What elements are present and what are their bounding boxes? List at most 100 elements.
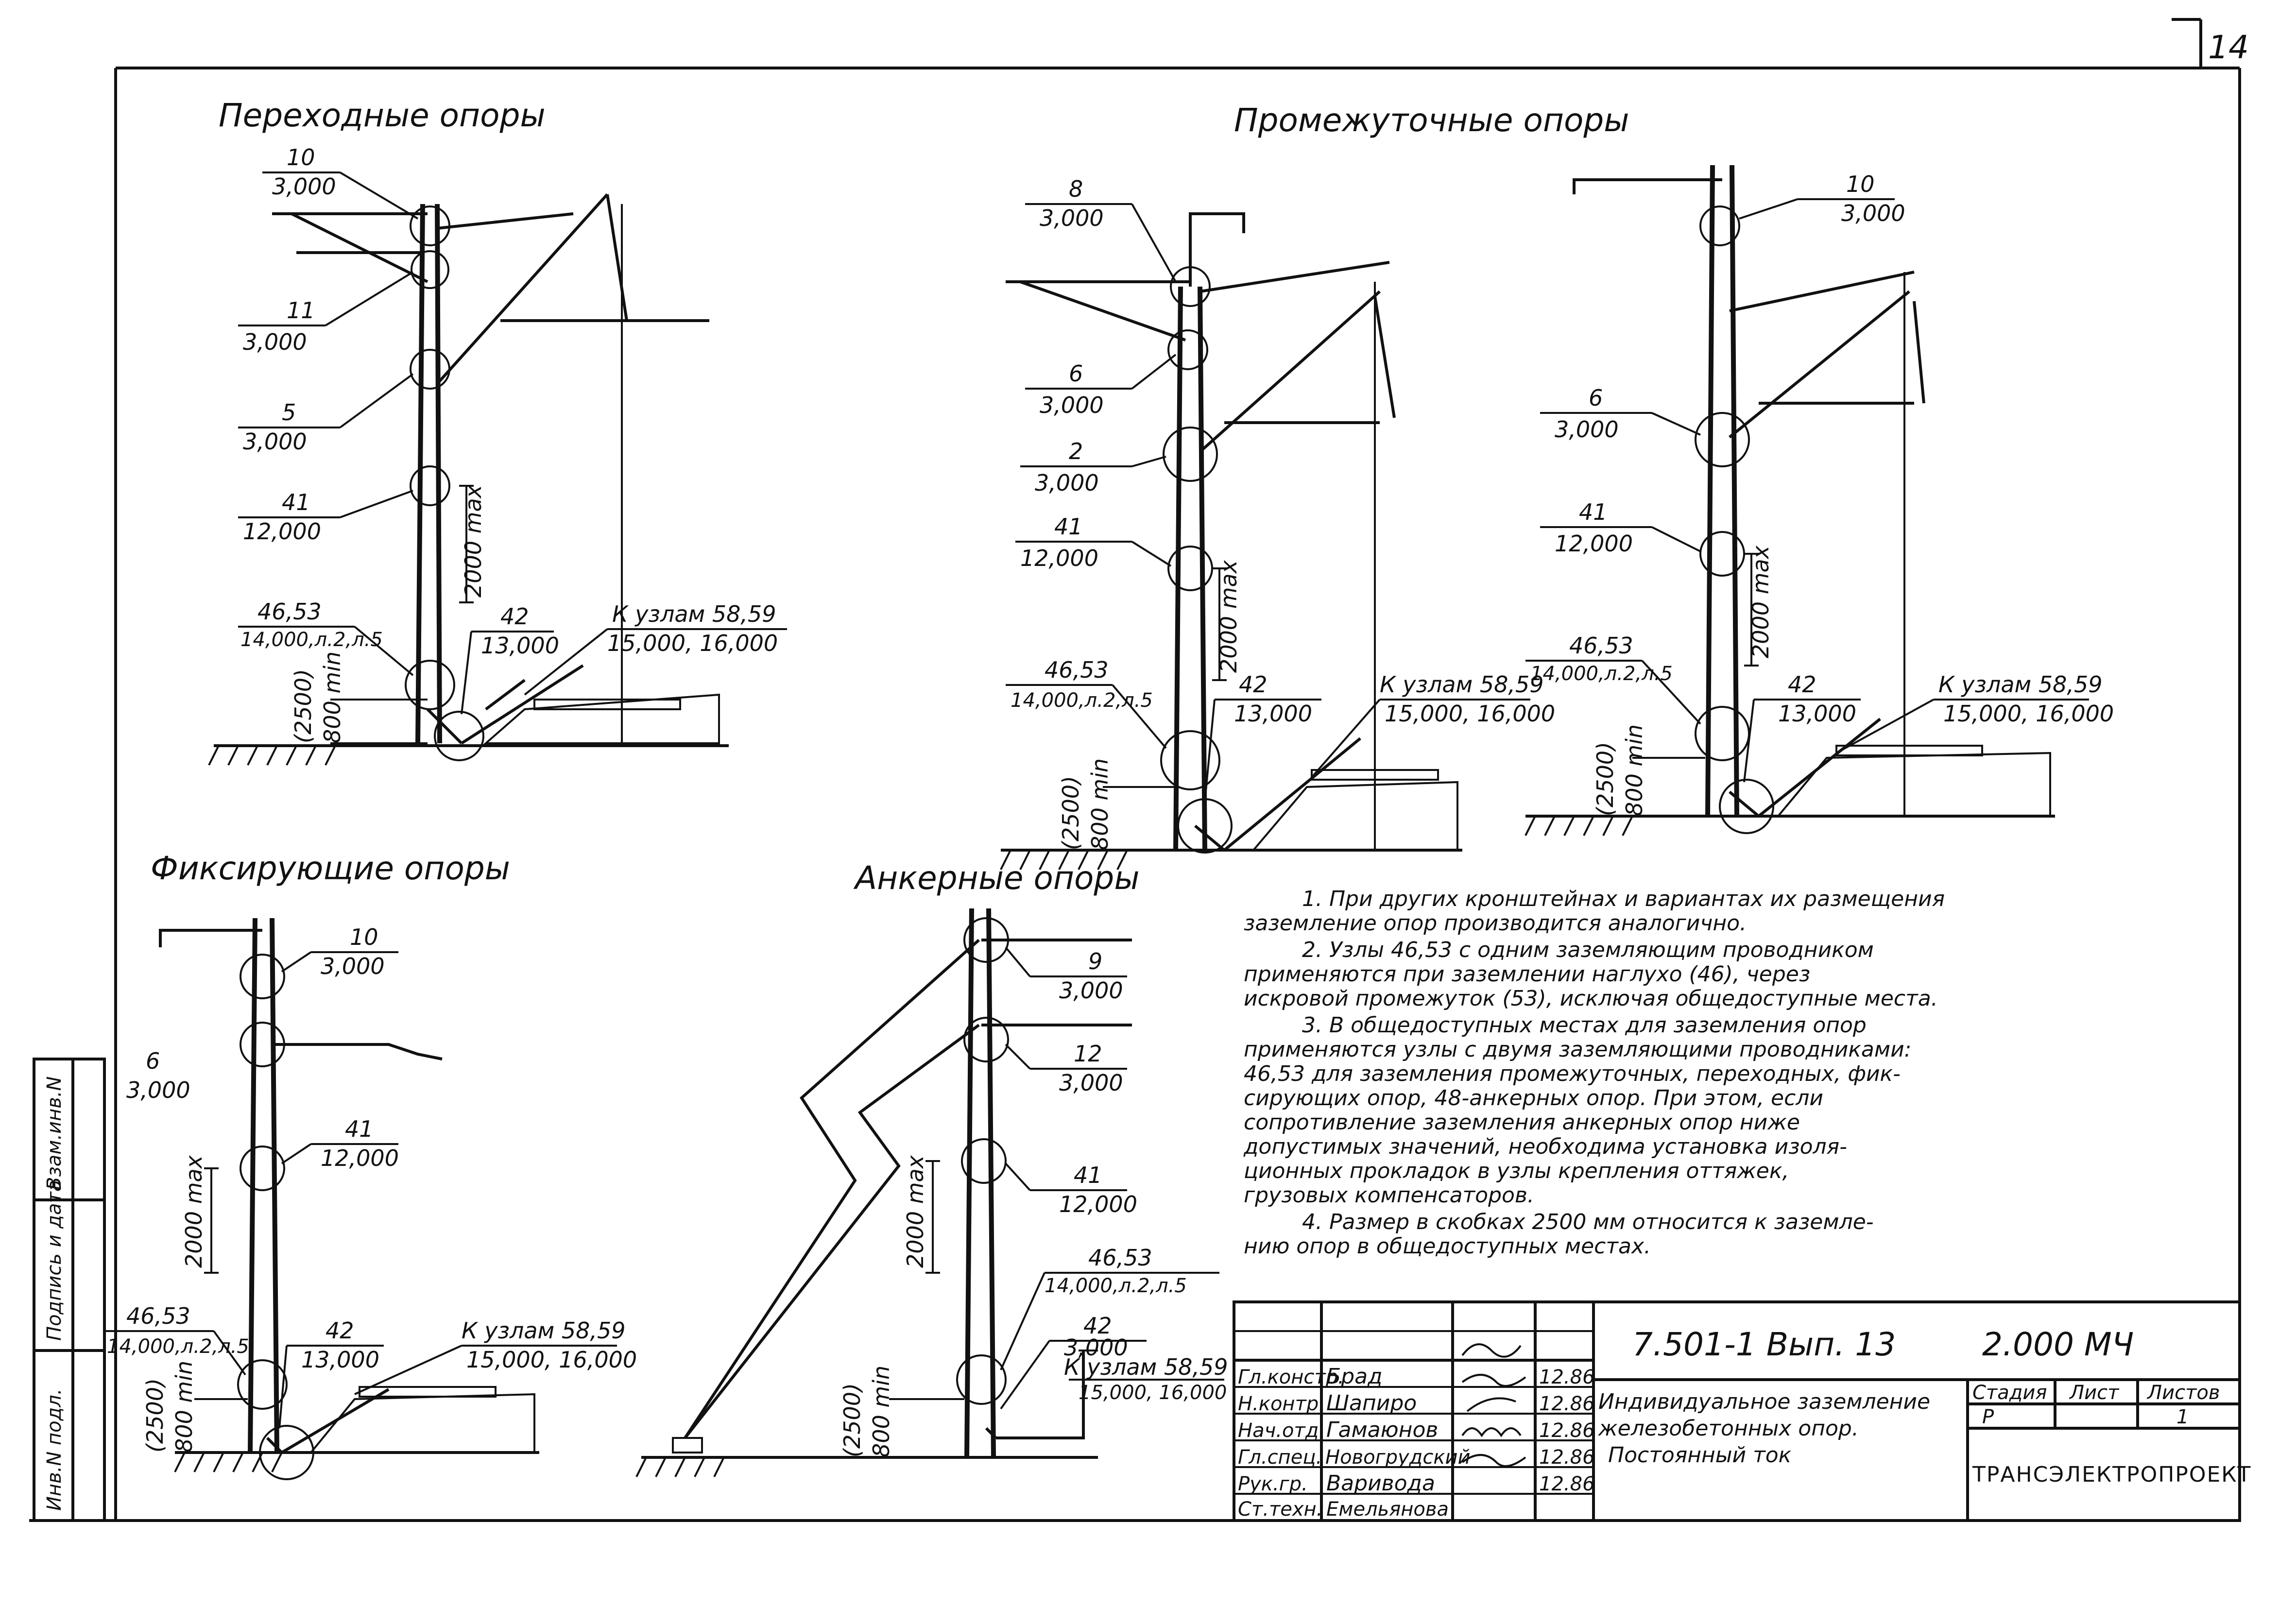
p5-c42-num: 42 xyxy=(1083,1313,1112,1339)
p4-c42-val: 13,000 xyxy=(301,1347,379,1373)
p3-c4653-num: 46,53 xyxy=(1569,633,1633,659)
note-line: допустимых значений, необходима установк… xyxy=(1243,1134,1847,1159)
side-stamp-replace: Взам.инв.N xyxy=(43,1077,66,1190)
date: 12.86 xyxy=(1539,1419,1595,1442)
p2-c2-num: 2 xyxy=(1069,438,1083,464)
p1-dim-800: 800 min xyxy=(319,651,345,743)
note-line: сопротивление заземления анкерных опор н… xyxy=(1244,1110,1800,1135)
person: Гамаюнов xyxy=(1326,1418,1438,1442)
p4-ck-num: К узлам 58,59 xyxy=(462,1317,626,1344)
title-anchor: Анкерные опоры xyxy=(853,859,1139,897)
p1-c42-val: 13,000 xyxy=(481,633,559,659)
pole-intermediate-right: 2000 max (2500) 800 min xyxy=(1525,165,2055,836)
p3-dim-800: 800 min xyxy=(1621,724,1647,816)
p2-dim-2500: (2500) xyxy=(1058,776,1084,850)
pole-fixing: 2000 max (2500) 800 min xyxy=(142,918,539,1480)
stage-label: Стадия xyxy=(1972,1382,2047,1404)
p2-dim-2000: 2000 max xyxy=(1216,560,1242,673)
sheets-label: Листов xyxy=(2146,1382,2220,1404)
signature xyxy=(1461,1343,1522,1358)
p3-c41-num: 41 xyxy=(1579,499,1608,525)
p2-c42-num: 42 xyxy=(1239,671,1268,698)
p1-ck-val: 15,000, 16,000 xyxy=(607,630,778,656)
p5-c4653-val: 14,000,л.2,л.5 xyxy=(1045,1275,1187,1297)
p5-callouts: 9 3,000 12 3,000 41 12,000 46,53 14,000,… xyxy=(1000,946,1228,1410)
note-line: заземление опор производится аналогично. xyxy=(1244,911,1747,936)
p1-c4653-num: 46,53 xyxy=(257,598,322,625)
p3-ck-val: 15,000, 16,000 xyxy=(1943,701,2114,727)
p4-c41-num: 41 xyxy=(345,1116,374,1142)
p2-ck-val: 15,000, 16,000 xyxy=(1385,701,1555,727)
title-block: 7.501-1 Вып. 13 2.000 МЧ Индивидуальное … xyxy=(1233,1300,2250,1522)
side-stamp: Инв.N подл. Подпись и дата Взам.инв.N xyxy=(33,1058,106,1522)
p1-c11-num: 11 xyxy=(287,297,315,324)
p5-dim-2500: (2500) xyxy=(839,1383,865,1457)
sheet-label: Лист xyxy=(2069,1382,2120,1404)
date: 12.86 xyxy=(1539,1473,1595,1495)
p4-ck-val: 15,000, 16,000 xyxy=(466,1347,637,1373)
p4-dim-800: 800 min xyxy=(171,1361,197,1453)
p5-c41-val: 12,000 xyxy=(1059,1191,1137,1217)
side-stamp-inv: Инв.N подл. xyxy=(43,1388,66,1511)
p4-callouts: 10 3,000 6 3,000 41 12,000 46,53 14,000,… xyxy=(104,924,637,1429)
p5-c9-val: 3,000 xyxy=(1059,977,1123,1004)
date: 12.86 xyxy=(1539,1393,1595,1415)
p1-c42-num: 42 xyxy=(500,603,529,630)
p3-c10-num: 10 xyxy=(1846,171,1875,197)
p3-c42-val: 13,000 xyxy=(1778,701,1856,727)
p3-c6-num: 6 xyxy=(1589,385,1603,411)
p3-dim-2000: 2000 max xyxy=(1748,545,1774,658)
p4-c4653-val: 14,000,л.2,л.5 xyxy=(107,1335,249,1358)
doc-code: 7.501-1 Вып. 13 xyxy=(1632,1326,1896,1363)
p1-c5-num: 5 xyxy=(282,399,296,426)
role: Рук.гр. xyxy=(1238,1473,1308,1495)
date: 12.86 xyxy=(1539,1366,1595,1388)
p5-ck-num: К узлам 58,59 xyxy=(1064,1354,1228,1380)
note-line: применяются при заземлении наглухо (46),… xyxy=(1244,962,1810,987)
p1-dim-2500: (2500) xyxy=(290,669,316,743)
signature xyxy=(1461,1427,1522,1437)
p2-callouts: 8 3,000 6 3,000 2 3,000 41 12,000 46,53 … xyxy=(1006,176,1555,802)
p3-ck-num: К узлам 58,59 xyxy=(1938,671,2103,698)
note-line: нию опор в общедоступных местах. xyxy=(1244,1234,1651,1259)
title-intermediate: Промежуточные опоры xyxy=(1234,102,1629,139)
doc-name-3: Постоянный ток xyxy=(1608,1443,1792,1468)
p5-c42-val: 3,000 xyxy=(1064,1334,1128,1361)
p1-callouts: 10 3,000 11 3,000 5 3,000 41 12,000 46,5… xyxy=(238,144,787,715)
p2-c6-num: 6 xyxy=(1069,360,1083,387)
p5-c41-num: 41 xyxy=(1074,1162,1102,1188)
p5-dim-2000: 2000 max xyxy=(902,1155,928,1268)
p5-c12-num: 12 xyxy=(1074,1041,1102,1067)
p4-c6-val: 3,000 xyxy=(126,1077,190,1103)
note-line: искровой промежуток (53), исключая общед… xyxy=(1244,986,1938,1011)
person: Брад xyxy=(1326,1364,1383,1389)
person: Емельянова xyxy=(1326,1498,1449,1521)
p4-dim-2500: (2500) xyxy=(142,1378,168,1453)
role: Ст.техн. xyxy=(1238,1498,1322,1521)
doc-sheet-code: 2.000 МЧ xyxy=(1982,1326,2134,1363)
person: Новогрудский xyxy=(1325,1446,1470,1469)
p2-c41-val: 12,000 xyxy=(1020,545,1098,571)
note-line: 2. Узлы 46,53 с одним заземляющим провод… xyxy=(1302,938,1874,962)
note-line: применяются узлы с двумя заземляющими пр… xyxy=(1244,1037,1911,1062)
p5-ck-val: 15,000, 16,000 xyxy=(1079,1382,1227,1404)
note-line: 1. При других кронштейнах и вариантах их… xyxy=(1302,887,1945,911)
signature xyxy=(1461,1374,1526,1387)
p5-c4653-num: 46,53 xyxy=(1088,1245,1152,1271)
p4-c10-val: 3,000 xyxy=(321,953,385,979)
note-line: 46,53 для заземления промежуточных, пере… xyxy=(1244,1061,1901,1086)
note-line: 3. В общедоступных местах для заземления… xyxy=(1302,1013,1867,1038)
note-line: 4. Размер в скобках 2500 мм относится к … xyxy=(1302,1210,1874,1234)
p2-c4653-num: 46,53 xyxy=(1045,657,1109,683)
p3-dim-2500: (2500) xyxy=(1592,742,1618,816)
p4-c42-num: 42 xyxy=(326,1317,354,1344)
p1-c10-num: 10 xyxy=(287,144,315,171)
p4-c41-val: 12,000 xyxy=(321,1145,399,1171)
p2-c41-num: 41 xyxy=(1054,513,1083,540)
p4-c6-num: 6 xyxy=(146,1048,160,1074)
signature xyxy=(1466,1397,1516,1412)
doc-name-2: железобетонных опор. xyxy=(1598,1416,1859,1441)
role: Гл.спец. xyxy=(1238,1446,1322,1469)
role: Н.контр. xyxy=(1238,1393,1325,1415)
